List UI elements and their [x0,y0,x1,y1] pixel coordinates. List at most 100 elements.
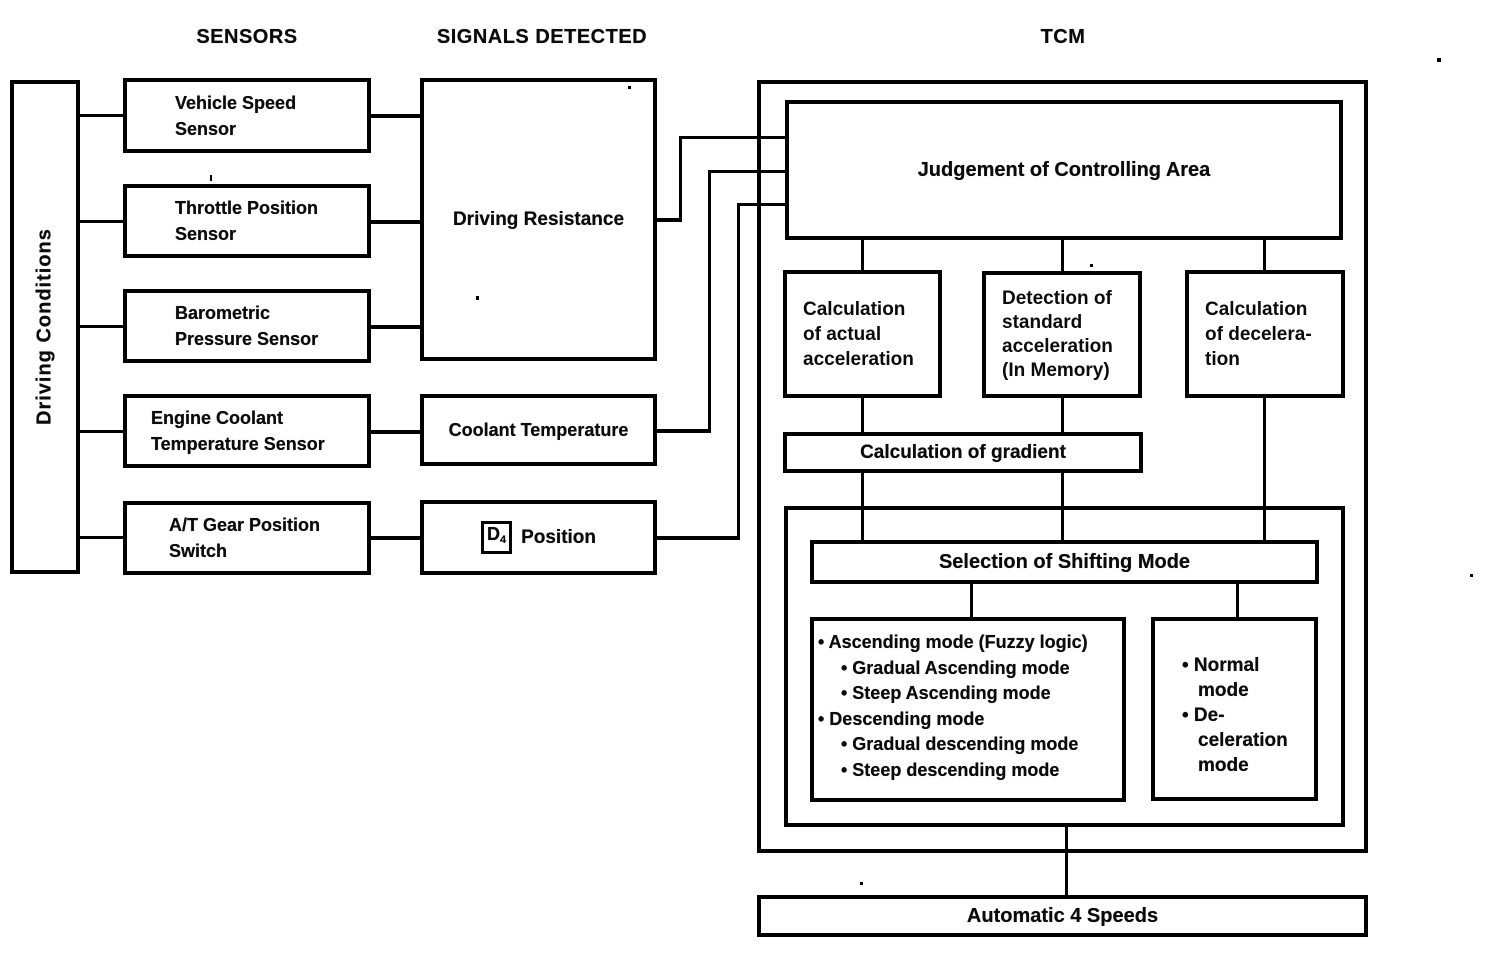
header-tcm: TCM [1040,26,1086,48]
connector-resistance-step-h1 [657,218,682,222]
connector-gradient-selection-left [861,471,864,542]
connector-resistance-step-v [679,136,682,222]
other-mode-line3: • De- [1182,705,1225,726]
connector-judgement-detection [1061,238,1064,273]
throttle-position-sensor-box: Throttle Position Sensor [123,184,371,258]
connector-rail-barometric [80,325,124,328]
d4-subscript: 4 [499,534,507,546]
fuzzy-modes-box: • Ascending mode (Fuzzy logic) • Gradual… [810,617,1126,802]
barometric-pressure-sensor-box: Barometric Pressure Sensor [123,289,371,363]
detection-line3: acceleration [1002,335,1113,357]
other-mode-line1: • Normal [1182,655,1260,676]
automatic-4-speeds-box: Automatic 4 Speeds [757,895,1368,937]
fuzzy-mode-line5: • Gradual descending mode [841,734,1079,754]
fuzzy-mode-line2: • Gradual Ascending mode [841,657,1070,678]
engine-coolant-temp-sensor-line1: Engine Coolant [151,408,283,428]
scan-speck [476,296,479,300]
connector-judgement-decel [1263,238,1266,272]
header-signals-detected: SIGNALS DETECTED [436,26,648,48]
connector-d4-step-h1 [657,536,740,540]
detection-line4: (In Memory) [1002,359,1110,381]
scan-speck [210,175,212,181]
driving-conditions-label: Driving Conditions [33,228,56,426]
calc-gradient-box: Calculation of gradient [783,432,1143,473]
fuzzy-mode-line6: • Steep descending mode [841,759,1060,780]
scan-speck [1437,58,1441,62]
connector-rail-throttle [80,220,124,223]
connector-d4-step-h2 [737,203,787,206]
connector-d4-step-v [737,203,740,540]
connector-coolant-step-h2 [708,170,787,173]
connector-selection-other [1236,582,1239,619]
scan-speck [860,882,863,885]
connector-rail-coolant [80,430,124,433]
throttle-position-sensor-line2: Sensor [175,224,237,244]
detection-line1: Detection of [1002,287,1112,309]
vehicle-speed-sensor-box: Vehicle Speed Sensor [123,78,371,153]
calc-decel-line3: tion [1205,348,1240,370]
vehicle-speed-sensor-line1: Vehicle Speed [175,92,297,113]
coolant-temperature-label: Coolant Temperature [448,420,629,440]
connector-throttle-resistance [371,220,420,224]
connector-decel-selection [1263,396,1266,542]
connector-selection-fuzzy [970,582,973,619]
driving-conditions-box: Driving Conditions [10,80,80,574]
other-mode-line5: mode [1198,755,1249,776]
scan-speck [628,86,631,89]
driving-resistance-label: Driving Resistance [452,208,625,230]
connector-resistance-step-h2 [679,136,787,139]
other-modes-box: • Normal mode • De- celeration mode [1151,617,1318,801]
scan-speck [1090,264,1093,267]
calc-deceleration-box: Calculation of decelera- tion [1185,270,1345,398]
automatic-4-speeds-label: Automatic 4 Speeds [966,905,1159,927]
connector-coolant-temp [371,430,420,434]
at-gear-position-switch-box: A/T Gear Position Switch [123,501,371,575]
calc-actual-line3: acceleration [803,348,914,370]
calc-decel-line2: of decelera- [1205,323,1312,345]
other-mode-line4: celeration [1198,730,1288,751]
connector-gradient-selection-mid [1061,471,1064,542]
judgement-controlling-area-box: Judgement of Controlling Area [785,100,1343,240]
calc-actual-acceleration-box: Calculation of actual acceleration [783,270,942,398]
selection-shifting-mode-label: Selection of Shifting Mode [938,551,1191,573]
selection-shifting-mode-box: Selection of Shifting Mode [810,540,1319,584]
barometric-pressure-sensor-line1: Barometric [175,303,271,323]
coolant-temperature-box: Coolant Temperature [420,394,657,466]
connector-coolant-step-v [708,170,711,433]
connector-judgement-actual [861,238,864,272]
connector-barometric-resistance [371,325,420,329]
connector-rail-vehicle-speed [80,114,124,117]
engine-coolant-temp-sensor-box: Engine Coolant Temperature Sensor [123,394,371,468]
at-gear-position-switch-line1: A/T Gear Position [169,515,321,535]
calc-gradient-label: Calculation of gradient [860,441,1066,463]
connector-actual-gradient [861,396,864,434]
throttle-position-sensor-line1: Throttle Position [175,198,318,218]
connector-tcm-output [1065,825,1068,897]
fuzzy-mode-line4: • Descending mode [818,708,985,729]
calc-actual-line2: of actual [803,323,882,345]
vehicle-speed-sensor-line2: Sensor [175,118,237,139]
engine-coolant-temp-sensor-line2: Temperature Sensor [151,434,325,454]
connector-detection-gradient [1061,396,1064,434]
d4-indicator-icon: D4 [480,521,513,554]
detection-standard-acceleration-box: Detection of standard acceleration (In M… [982,271,1142,398]
connector-coolant-step-h1 [657,429,711,433]
barometric-pressure-sensor-line2: Pressure Sensor [175,329,319,349]
d4-position-box: D4 Position [420,500,657,575]
other-mode-line2: mode [1198,680,1249,701]
calc-decel-line1: Calculation [1205,298,1308,320]
header-sensors: SENSORS [196,26,298,48]
driving-resistance-box: Driving Resistance [420,78,657,361]
connector-rail-atgear [80,536,124,539]
judgement-controlling-area-label: Judgement of Controlling Area [917,159,1211,181]
d4-letter: D [486,524,500,544]
connector-vehicle-speed-resistance [371,114,420,118]
connector-atgear-d4 [371,536,420,540]
at-gear-position-switch-line2: Switch [169,541,228,561]
calc-actual-line1: Calculation [803,298,906,320]
fuzzy-mode-line3: • Steep Ascending mode [841,683,1051,703]
d4-position-label: Position [521,526,597,548]
fuzzy-mode-line1: • Ascending mode (Fuzzy logic) [818,632,1088,652]
scan-speck [1470,574,1473,577]
